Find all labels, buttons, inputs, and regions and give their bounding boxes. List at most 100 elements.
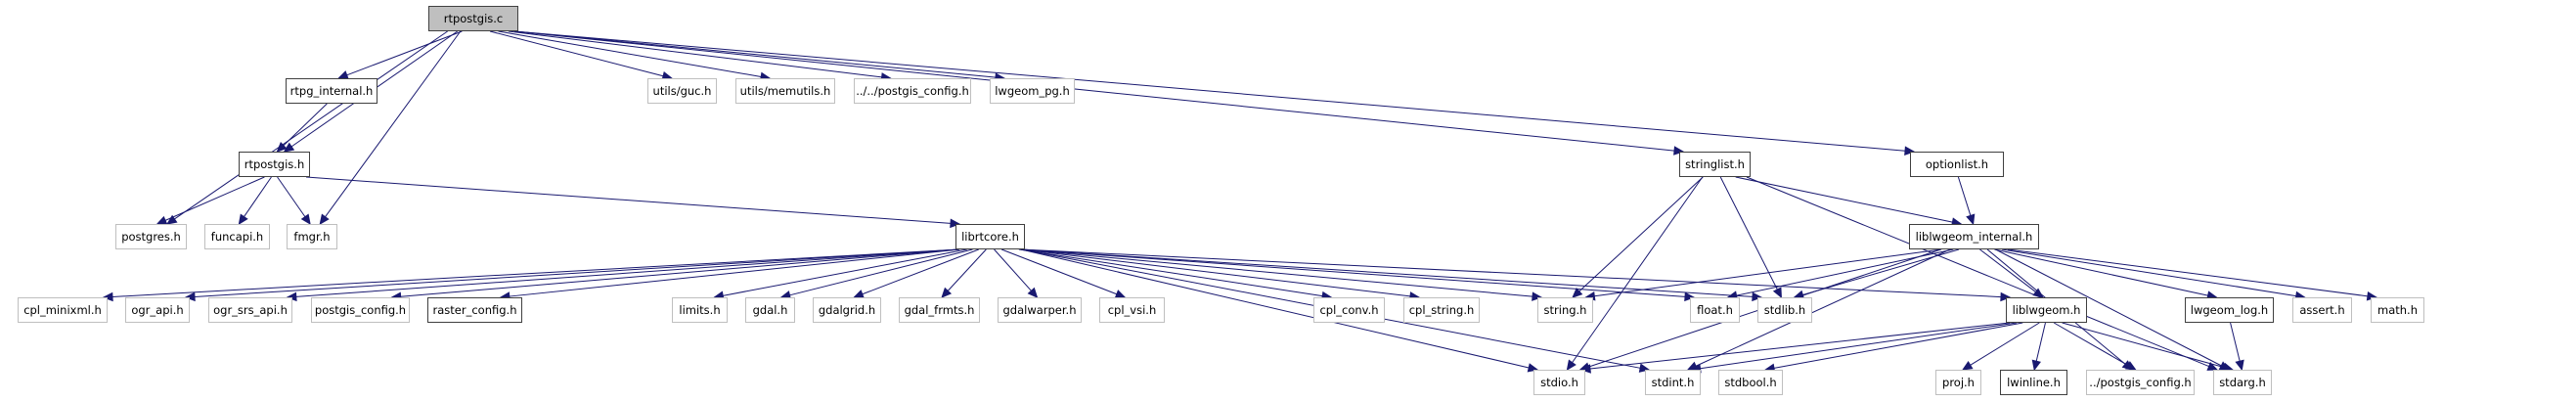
edge-rtpostgis_c-to-stringlist_h (513, 30, 1675, 152)
node-postgis-config-rel1-h: ../postgis_config.h (2086, 370, 2195, 395)
edge-librtcore_h-to-float_h (1020, 248, 1686, 297)
edge-librtcore_h-to-cpl_conv_h (1018, 248, 1323, 297)
node-librtcore-h[interactable]: librtcore.h (955, 224, 1025, 249)
node-cpl-string-h: cpl_string.h (1403, 297, 1480, 323)
arrowhead-librtcore_h (950, 218, 961, 229)
node-postgis-config-h: postgis_config.h (311, 297, 410, 323)
edge-liblwgeom_internal_h-to-liblwgeom_h (1979, 248, 2036, 292)
edge-librtcore_h-to-gdalwarper_h (994, 248, 1032, 291)
arrowhead-stdarg_h (2235, 359, 2244, 372)
node-lwinline-h[interactable]: lwinline.h (2000, 370, 2067, 395)
node-cpl-vsi-h: cpl_vsi.h (1099, 297, 1165, 323)
node-gdalwarper-h: gdalwarper.h (998, 297, 1082, 323)
edge-librtcore_h-to-gdalgrid_h (862, 248, 979, 295)
edge-librtcore_h-to-string_h (1020, 248, 1533, 297)
edge-liblwgeom_h-to-postgis_config_rel1_h (2053, 322, 2129, 366)
arrowhead-fmgr_h (319, 213, 330, 225)
edge-stringlist_h-to-stdio_h (1572, 176, 1704, 363)
edge-liblwgeom_internal_h-to-assert_h (2001, 248, 2296, 297)
node-assert-h: assert.h (2292, 297, 2352, 323)
edge-stringlist_h-to-stdarg_h (1746, 176, 2209, 368)
node-gdalgrid-h: gdalgrid.h (813, 297, 881, 323)
node-ogr-api-h: ogr_api.h (125, 297, 190, 323)
edge-liblwgeom_h-to-stdint_h (1700, 322, 2018, 370)
node-utils-memutils-h: utils/memutils.h (735, 78, 835, 104)
arrowhead-stdio_h (1527, 363, 1539, 373)
edge-liblwgeom_internal_h-to-string_h (1594, 248, 1942, 297)
node-lwgeom-log-h[interactable]: lwgeom_log.h (2185, 297, 2274, 323)
edge-rtpostgis_h-to-librtcore_h (305, 176, 952, 224)
edge-rtpostgis_c-to-utils_memutils_h (498, 30, 762, 77)
edge-rtpostgis_h-to-funcapi_h (244, 176, 272, 217)
edge-librtcore_h-to-cpl_string_h (1020, 248, 1411, 297)
node-float-h: float.h (1690, 297, 1740, 323)
edge-librtcore_h-to-raster_config_h (509, 248, 960, 297)
edge-librtcore_h-to-gdal_frmts_h (947, 248, 987, 291)
node-stdbool-h: stdbool.h (1718, 370, 1783, 395)
arrowhead-cpl_minixml_h (102, 291, 113, 302)
edge-rtpostgis_c-to-optionlist_h (513, 30, 1906, 152)
arrowhead-gdalwarper_h (1027, 287, 1039, 298)
arrowhead-liblwgeom_h (2000, 291, 2012, 302)
edge-liblwgeom_internal_h-to-lwgeom_log_h (1994, 248, 2208, 296)
node-cpl-conv-h: cpl_conv.h (1313, 297, 1385, 323)
node-liblwgeom-internal-h[interactable]: liblwgeom_internal.h (1909, 224, 2039, 249)
edge-rtpostgis_c-to-utils_guc_h (489, 30, 664, 77)
node-liblwgeom-h[interactable]: liblwgeom.h (2006, 297, 2087, 323)
edge-rtpostgis_c-to-lwgeom_pg_h (513, 30, 997, 78)
arrowhead-gdal_frmts_h (941, 287, 953, 298)
node-proj-h: proj.h (1935, 370, 1981, 395)
edge-liblwgeom_internal_h-to-stdint_h (1695, 248, 1951, 367)
node-math-h: math.h (2371, 297, 2424, 323)
edge-rtpostgis_c-to-postgres_h (174, 30, 448, 220)
edge-liblwgeom_internal_h-to-float_h (1736, 248, 1954, 296)
node-stringlist-h[interactable]: stringlist.h (1679, 152, 1751, 177)
edge-stringlist_h-to-stdlib_h (1719, 176, 1778, 290)
edge-librtcore_h-to-stdio_h (1020, 248, 1530, 369)
arrowhead-funcapi_h (238, 213, 248, 226)
edge-stringlist_h-to-liblwgeom_internal_h (1735, 176, 1953, 223)
arrowhead-stringlist_h (1673, 146, 1685, 156)
node-ogr-srs-api-h: ogr_srs_api.h (208, 297, 292, 323)
edge-rtpostgis_h-to-fmgr_h (277, 176, 306, 217)
edge-liblwgeom_h-to-lwinline_h (2035, 322, 2046, 362)
arrowhead-postgis_config_rel1_h (2125, 361, 2137, 371)
edge-librtcore_h-to-cpl_minixml_h (111, 248, 960, 297)
arrowhead-stdlib_h (1752, 291, 1763, 302)
edge-liblwgeom_h-to-stdbool_h (1773, 322, 2023, 369)
edge-optionlist_h-to-liblwgeom_internal_h (1957, 176, 1972, 216)
node-string-h: string.h (1537, 297, 1593, 323)
edge-librtcore_h-to-cpl_vsi_h (1000, 248, 1118, 295)
node-utils-guc-h: utils/guc.h (647, 78, 717, 104)
node-gdal-frmts-h: gdal_frmts.h (899, 297, 980, 323)
edge-rtpostgis_c-to-postgis_config_rel2_h (508, 30, 882, 78)
node-lwgeom-pg-h: lwgeom_pg.h (990, 78, 1075, 104)
arrowhead-postgres_h (165, 214, 178, 225)
edge-liblwgeom_h-to-stdarg_h (2062, 322, 2225, 369)
node-rtpostgis-h[interactable]: rtpostgis.h (239, 152, 310, 177)
edge-liblwgeom_h-to-stdio_h (1589, 322, 2011, 370)
edge-stringlist_h-to-string_h (1578, 176, 1704, 292)
edge-librtcore_h-to-ogr_api_h (194, 248, 960, 297)
node-stdio-h: stdio.h (1533, 370, 1585, 395)
node-raster-config-h[interactable]: raster_config.h (427, 297, 522, 323)
node-stdint-h: stdint.h (1645, 370, 1701, 395)
edge-librtcore_h-to-liblwgeom_h (1020, 248, 2002, 298)
node-rtpg-internal-h[interactable]: rtpg_internal.h (286, 78, 378, 104)
arrowhead-stdio_h (1566, 359, 1577, 372)
node-optionlist-h[interactable]: optionlist.h (1910, 152, 2004, 177)
node-fmgr-h: fmgr.h (287, 224, 337, 249)
arrowhead-ogr_api_h (184, 291, 196, 302)
arrowhead-proj_h (1961, 360, 1974, 371)
node-cpl-minixml-h: cpl_minixml.h (18, 297, 108, 323)
edge-librtcore_h-to-stdlib_h (1020, 248, 1754, 297)
node-stdlib-h: stdlib.h (1757, 297, 1812, 323)
edge-librtcore_h-to-ogr_srs_api_h (295, 248, 960, 297)
arrowhead-rtpostgis_h (276, 141, 288, 153)
node-gdal-h: gdal.h (745, 297, 795, 323)
arrowhead-string_h (1572, 288, 1583, 298)
node-postgres-h: postgres.h (115, 224, 187, 249)
arrowhead-stdio_h (1579, 364, 1591, 374)
